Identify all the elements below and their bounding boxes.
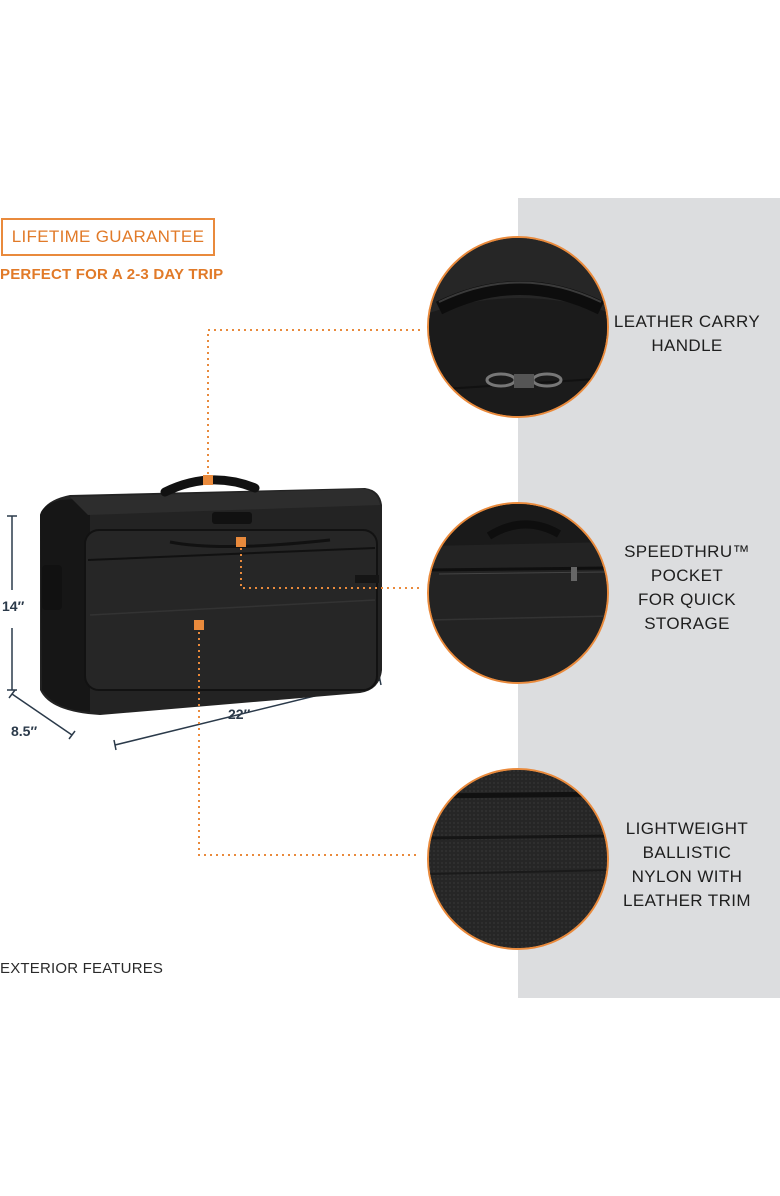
feature-label-pocket: SPEEDTHRU™ POCKET FOR QUICK STORAGE — [612, 540, 762, 636]
speedthru-pocket-closeup — [427, 502, 609, 684]
width-dimension-label: 22″ — [228, 706, 251, 722]
depth-dimension-label: 8.5″ — [11, 723, 38, 739]
leader-markers — [194, 475, 246, 630]
feature-label-handle: LEATHER CARRY HANDLE — [612, 310, 762, 358]
feature-label-fabric: LIGHTWEIGHT BALLISTIC NYLON WITH LEATHER… — [612, 817, 762, 913]
feature-label-line: BALLISTIC — [642, 843, 732, 862]
feature-label-line: HANDLE — [651, 336, 723, 355]
feature-label-line: SPEEDTHRU™ — [624, 542, 750, 561]
pocket-closeup-icon — [429, 504, 607, 682]
bag-body — [40, 475, 382, 715]
feature-label-line: LEATHER CARRY — [613, 312, 761, 331]
exterior-features-label: EXTERIOR FEATURES — [0, 960, 164, 977]
feature-label-line: STORAGE — [644, 614, 730, 633]
feature-label-line: LEATHER TRIM — [623, 891, 751, 910]
lifetime-guarantee-badge: LIFETIME GUARANTEE — [1, 218, 215, 256]
feature-label-line: FOR QUICK — [637, 590, 737, 609]
handle-closeup-icon — [429, 238, 607, 416]
leather-handle-closeup — [427, 236, 609, 418]
feature-label-line: NYLON WITH — [631, 867, 743, 886]
trip-length-subtitle: PERFECT FOR A 2-3 DAY TRIP — [0, 266, 224, 283]
feature-label-line: POCKET — [650, 566, 724, 585]
ballistic-nylon-closeup — [427, 768, 609, 950]
height-dimension-label: 14″ — [2, 598, 25, 614]
leader-lines — [198, 329, 420, 856]
fabric-closeup-icon — [429, 770, 607, 948]
feature-label-line: LIGHTWEIGHT — [625, 819, 749, 838]
